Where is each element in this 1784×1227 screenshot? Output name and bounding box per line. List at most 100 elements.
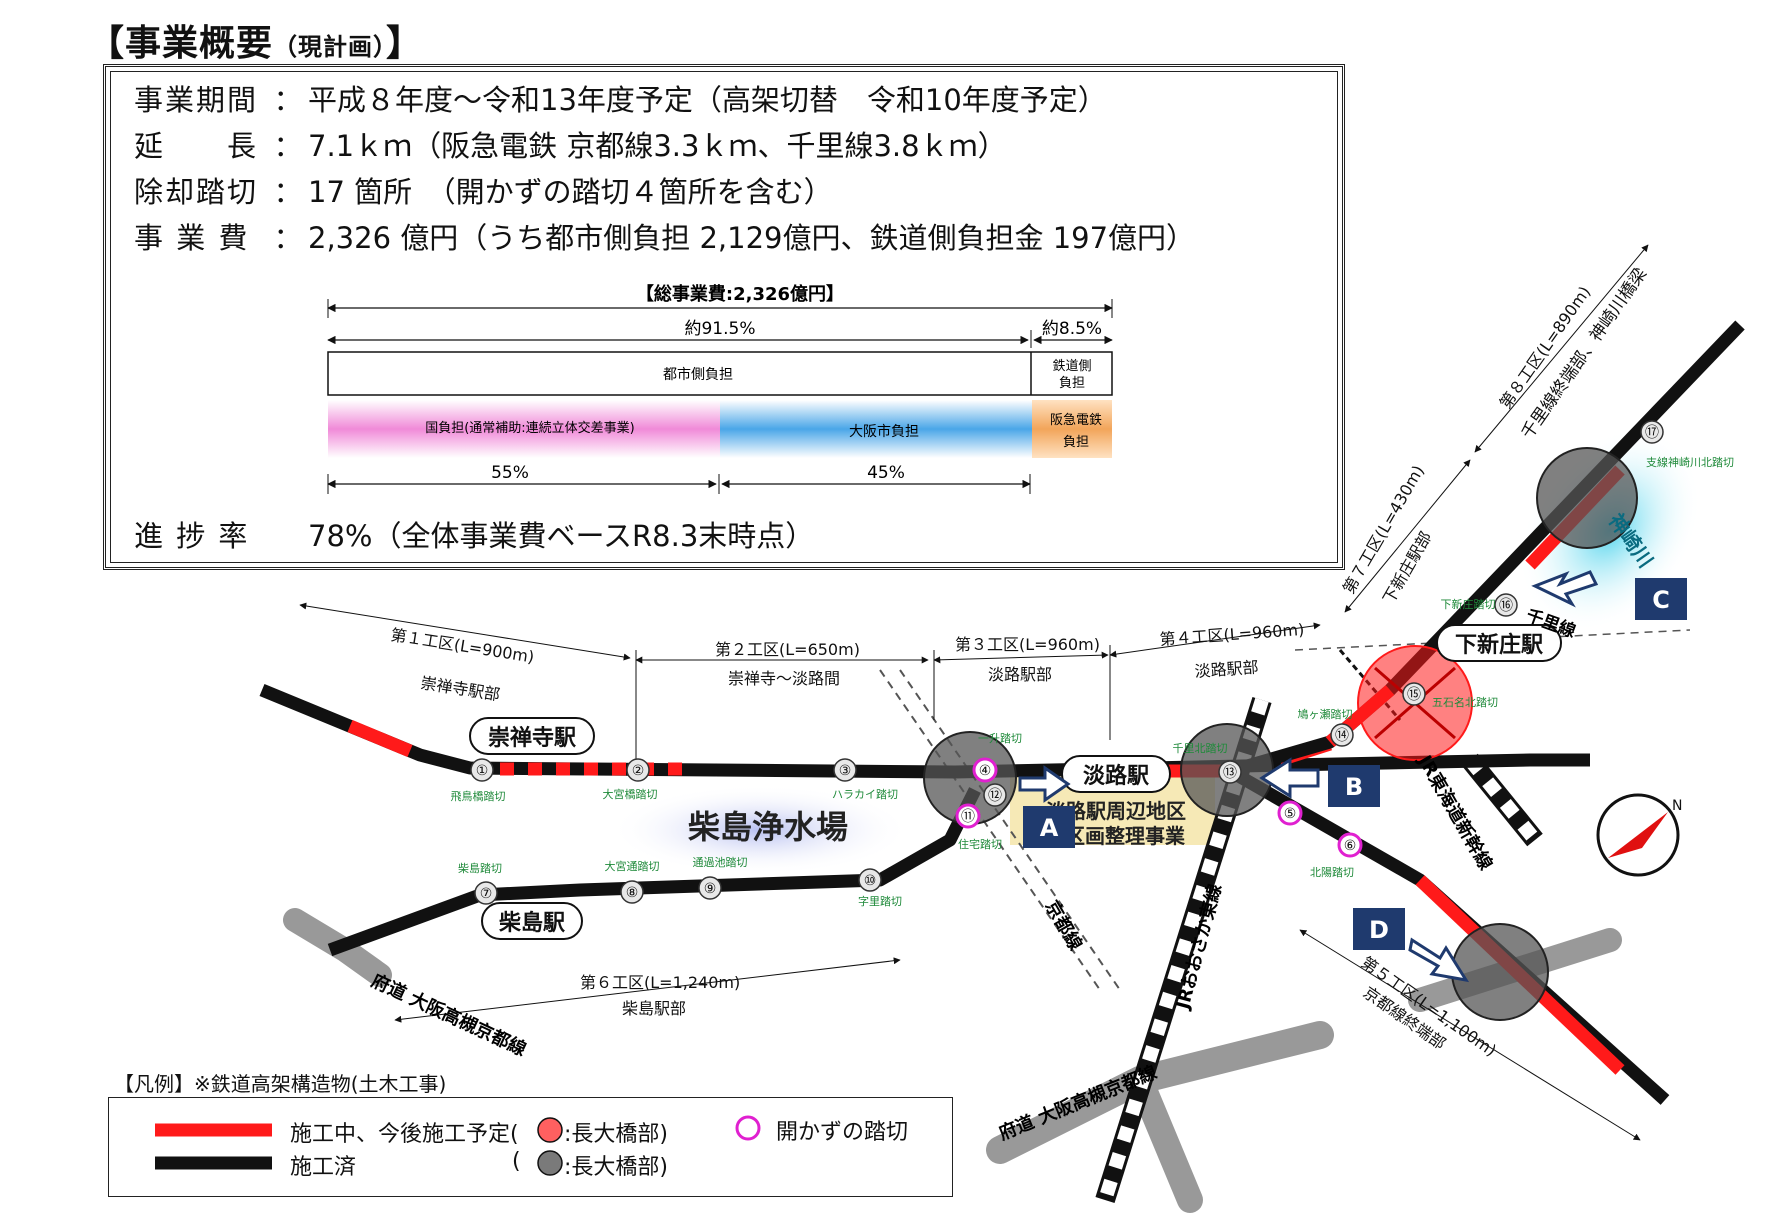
legend-red-bridge-icon	[537, 1117, 563, 1143]
section-2-sub: 崇禅寺～淡路間	[728, 669, 840, 688]
legend-title: 【凡例】※鉄道高架構造物(土木工事)	[114, 1072, 447, 1096]
station-shimoshinjo-label: 下新庄駅	[1455, 632, 1543, 658]
crossing-number: ⑤	[1284, 806, 1297, 822]
total-cost-label: 【総事業費:2,326億円】	[636, 283, 844, 305]
section-7-label: 第７工区(L=430m)	[1339, 462, 1428, 597]
legend-unopened-icon	[735, 1115, 761, 1141]
crossing-marker	[1330, 723, 1354, 747]
cost-row: 事 業 費：2,326 億円（うち都市側負担 2,129億円、鉄道側負担金 19…	[134, 221, 1196, 255]
crossing-number: ①	[476, 763, 489, 779]
crossing-name: 住宅踏切	[958, 837, 1002, 851]
station-sozenji	[469, 717, 595, 755]
crossing-marker	[1277, 800, 1303, 826]
crossing-name: 支線神崎川北踏切	[1646, 455, 1734, 469]
length-row: 延 長：7.1ｋｍ（阪急電鉄 京都線3.3ｋｍ、千里線3.8ｋｍ）	[134, 129, 1007, 163]
cost-breakdown-chart: 【総事業費:2,326億円】 約91.5% 約8.5% 都市側負担 鉄道側 負担…	[327, 283, 1113, 494]
legend-long-bridge-gray: :長大橋部)	[564, 1155, 668, 1180]
readjustment-label-2: 区画整理事業	[1065, 824, 1186, 848]
view-arrow-a	[1018, 765, 1071, 803]
crossing-number: ⑯	[1499, 598, 1513, 614]
legend-under-construction: 施工中、今後施工予定(	[290, 1122, 519, 1147]
marker-c	[1635, 578, 1687, 620]
crossing-name: 北陽踏切	[1310, 865, 1354, 879]
marker-b	[1328, 765, 1380, 807]
crossing-marker	[972, 757, 998, 783]
national-pct: 55%	[491, 463, 529, 483]
crossing-name: 大宮橋踏切	[603, 787, 658, 801]
crossings-row: 除却踏切：17 箇所 （開かずの踏切４箇所を含む）	[134, 175, 833, 209]
section-6-label: 第６工区(L=1,240m)	[580, 973, 740, 992]
period-row: 事業期間：平成８年度～令和13年度予定（高架切替 令和10年度予定）	[134, 83, 1107, 117]
marker-b-label: B	[1345, 773, 1363, 801]
kunijima-line	[327, 787, 981, 957]
crossing-marker	[833, 758, 857, 782]
crossing-marker	[474, 881, 498, 905]
crossing-marker	[698, 876, 722, 900]
crossing-number: ③	[839, 763, 852, 779]
hankyu-share-text-1: 阪急電鉄	[1050, 413, 1102, 428]
rail-share-label: 約8.5%	[1042, 319, 1102, 339]
legend-gray-bridge-icon	[537, 1150, 563, 1176]
marker-d-label: D	[1369, 916, 1389, 944]
hankyu-share-text-2: 負担	[1063, 435, 1089, 450]
crossing-name: 千里北踏切	[1173, 741, 1228, 755]
crossing-number: ⑭	[1335, 728, 1349, 744]
station-kunijima	[481, 902, 583, 940]
city-share-text: 都市側負担	[663, 366, 733, 383]
crossing-number: ⑪	[961, 809, 975, 825]
national-share-text: 国負担(通常補助:連続立体交差事業)	[425, 420, 635, 436]
national-share-bar	[328, 400, 720, 458]
page-title: 【事業概要（現計画）】	[88, 23, 424, 64]
city-share-bar	[327, 351, 1113, 396]
section-2-label: 第２工区(L=650m)	[715, 640, 860, 659]
crossing-marker	[1402, 682, 1426, 706]
kyoto-line-label: 京都線	[1041, 897, 1087, 955]
crossing-name: 鳩ヶ瀬踏切	[1298, 707, 1353, 721]
marker-a	[1023, 806, 1075, 848]
hankyu-share-bar	[1032, 400, 1112, 458]
crossing-number: ⑧	[626, 885, 639, 901]
crossing-number: ④	[979, 763, 992, 779]
view-arrow-c	[1531, 570, 1599, 608]
crossing-marker	[620, 880, 644, 904]
crossing-number: ⑬	[1223, 765, 1237, 781]
crossing-marker	[983, 783, 1007, 807]
station-sozenji-label: 崇禅寺駅	[488, 725, 576, 751]
section-3-sub: 淡路駅部	[988, 665, 1052, 684]
marker-d	[1353, 908, 1405, 950]
crossing-marker	[1337, 832, 1363, 858]
view-arrow-d	[1408, 937, 1470, 983]
view-arrow-b	[1259, 757, 1320, 799]
station-kunijima-label: 柴島駅	[498, 910, 565, 936]
crossing-name: 飛鳥橋踏切	[451, 789, 506, 803]
section-1-sub: 崇禅寺駅部	[419, 673, 501, 704]
crossing-name: 下新庄踏切	[1441, 597, 1496, 611]
crossing-marker	[1218, 760, 1242, 784]
section-4-sub: 淡路駅部	[1194, 658, 1259, 681]
crossing-marker	[1494, 593, 1518, 617]
crossing-name: 一升踏切	[978, 731, 1022, 745]
crossing-number: ⑩	[864, 873, 877, 889]
overview-box: 事業期間：平成８年度～令和13年度予定（高架切替 令和10年度予定） 延 長：7…	[103, 64, 1345, 570]
legend-box	[108, 1097, 953, 1197]
osaka-share-bar	[720, 400, 1032, 458]
crossing-number: ⑦	[480, 886, 493, 902]
crossing-number: ⑮	[1407, 687, 1421, 703]
crossing-marker	[955, 803, 981, 829]
station-awaji-label: 淡路駅	[1083, 763, 1149, 789]
legend-paren-open: (	[512, 1149, 521, 1174]
north-compass-icon: N	[1596, 793, 1682, 877]
long-bridge-southeast	[1451, 923, 1549, 1021]
legend-long-bridge-red: :長大橋部)	[564, 1122, 668, 1147]
crossing-number: ⑫	[988, 788, 1002, 804]
osaka-share-text: 大阪市負担	[849, 423, 919, 440]
crossing-number: ②	[632, 763, 645, 779]
purification-plant-label: 柴島浄水場	[688, 808, 848, 846]
section-3-label: 第３工区(L=960m)	[955, 635, 1100, 654]
crossing-marker	[626, 758, 650, 782]
crossing-name: 五石名北踏切	[1432, 695, 1498, 709]
crossing-name: ハラカイ踏切	[832, 787, 898, 801]
crossing-number: ⑥	[1344, 838, 1357, 854]
